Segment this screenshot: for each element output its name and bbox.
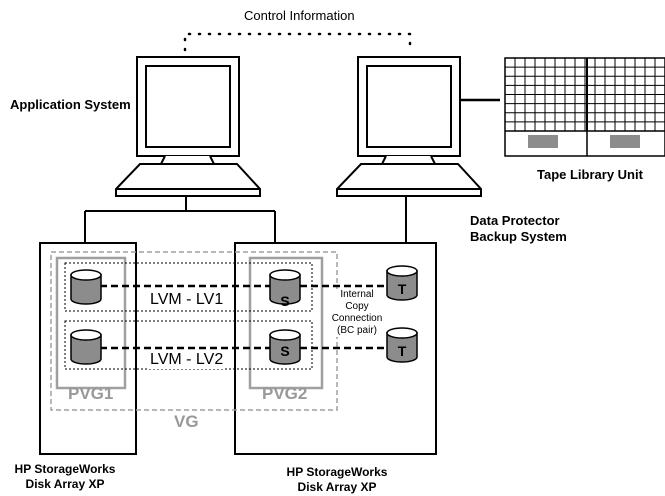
vg-label: VG <box>174 412 199 431</box>
disk-s-lv1 <box>269 269 301 305</box>
pvg2-box <box>248 256 324 390</box>
lv2-label: LVM - LV2 <box>148 351 226 369</box>
array-right-line1: HP StorageWorks <box>286 465 388 479</box>
data-protector-label: Data Protector Backup System <box>470 213 567 245</box>
tape-library-label: Tape Library Unit <box>537 167 643 182</box>
disk-s1-letter: S <box>280 293 290 309</box>
control-info-label: Control Information <box>244 8 355 23</box>
pvg1-label: PVG1 <box>68 384 114 403</box>
pvg1-box <box>55 256 127 390</box>
array-left-line2: Disk Array XP <box>25 477 105 491</box>
lv1-label: LVM - LV1 <box>148 291 226 309</box>
internal-copy-line1: Internal <box>340 289 374 300</box>
pvg2-label: PVG2 <box>262 384 308 403</box>
tape-drive-slot-1 <box>528 135 558 148</box>
backup-system-computer <box>336 56 482 197</box>
network-links <box>84 196 407 243</box>
disk-s-lv2 <box>269 329 301 365</box>
disks <box>70 265 418 365</box>
lv1-box <box>64 262 313 312</box>
internal-copy-line4: (BC pair) <box>336 325 377 336</box>
control-info-link <box>183 32 412 52</box>
dp-line2: Backup System <box>470 229 567 244</box>
application-system-computer <box>115 56 261 197</box>
dp-line1: Data Protector <box>470 213 560 228</box>
tape-library-unit <box>504 57 665 157</box>
array-left-line1: HP StorageWorks <box>14 462 116 476</box>
disk-t1-letter: T <box>397 281 407 297</box>
tape-drive-slot-2 <box>610 135 640 148</box>
application-system-label: Application System <box>10 97 131 112</box>
internal-copy-line2: Copy <box>345 301 369 312</box>
disk-t-lv2 <box>386 327 418 363</box>
disk-array-right-label: HP StorageWorks Disk Array XP <box>272 465 402 495</box>
disk-t-lv1 <box>386 265 418 301</box>
disk-pvg1-lv2 <box>70 329 102 365</box>
disk-pvg1-lv1 <box>70 269 102 305</box>
disk-links <box>100 284 392 350</box>
disk-t2-letter: T <box>397 343 407 359</box>
disk-s2-letter: S <box>280 343 290 359</box>
lv2-box <box>64 320 313 370</box>
disk-array-left-label: HP StorageWorks Disk Array XP <box>0 462 130 492</box>
internal-copy-line3: Connection <box>331 313 383 324</box>
array-right-line2: Disk Array XP <box>297 480 377 494</box>
internal-copy-label: Internal Copy Connection (BC pair) <box>328 289 386 337</box>
